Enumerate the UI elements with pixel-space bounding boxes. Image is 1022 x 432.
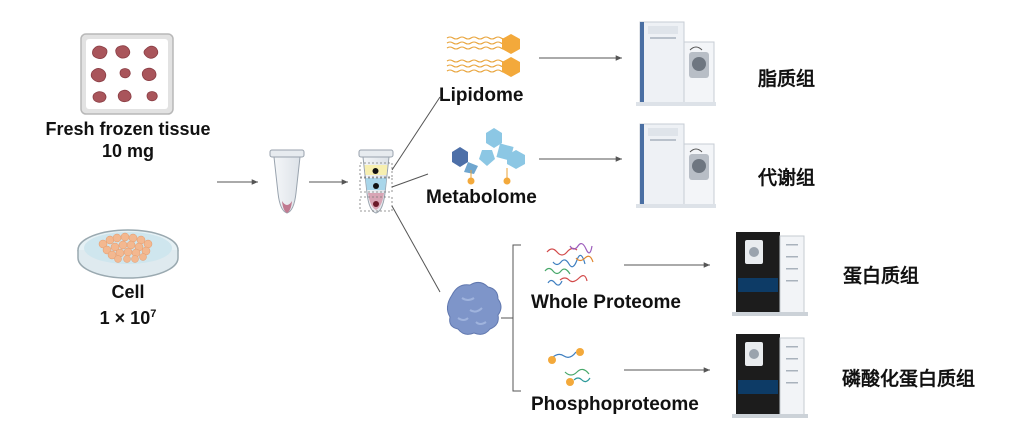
whole-proteome-label: Whole Proteome	[531, 292, 681, 313]
protein-icon	[446, 281, 502, 335]
metabolome-label: Metabolome	[426, 187, 537, 208]
connector-metabolite	[391, 173, 429, 188]
tissue-amount: 10 mg	[101, 141, 155, 161]
lipid-icon	[446, 34, 520, 77]
tissue-box-icon	[80, 33, 174, 115]
cell-name: Cell	[111, 282, 145, 302]
connector-lipid	[391, 96, 441, 171]
cell-amount-base: 1 × 10	[99, 308, 151, 328]
metabolite-icon	[452, 128, 525, 185]
extraction-tube-icon	[358, 149, 394, 214]
timstof-instrument-icon	[732, 334, 808, 418]
tissue-name: Fresh frozen tissue	[45, 119, 211, 139]
timstof-instrument-icon	[732, 232, 808, 316]
phosphopeptide-icon	[548, 348, 591, 386]
connector-protein	[391, 205, 441, 293]
whole-proteome-result: 蛋白质组	[843, 265, 920, 287]
cell-dish-icon	[77, 229, 179, 279]
metabolome-result: 代谢组	[758, 167, 816, 189]
phosphoproteome-result: 磷酸化蛋白质组	[842, 368, 976, 390]
cell-amount: 1 × 107	[78, 303, 178, 329]
peptide-icon	[544, 243, 594, 286]
mass-spectrometer-icon	[636, 123, 716, 208]
phosphoproteome-label: Phosphoproteome	[531, 394, 699, 415]
mass-spectrometer-icon	[636, 21, 716, 106]
tissue-source-label: Fresh frozen tissue 10 mg	[22, 118, 234, 162]
sample-tube-icon	[269, 149, 305, 214]
cell-amount-exponent: 7	[150, 308, 157, 320]
lipidome-result: 脂质组	[758, 68, 816, 90]
cell-source-label: Cell 1 × 107	[78, 281, 178, 329]
proteome-bracket	[501, 244, 521, 392]
lipidome-label: Lipidome	[439, 85, 524, 106]
